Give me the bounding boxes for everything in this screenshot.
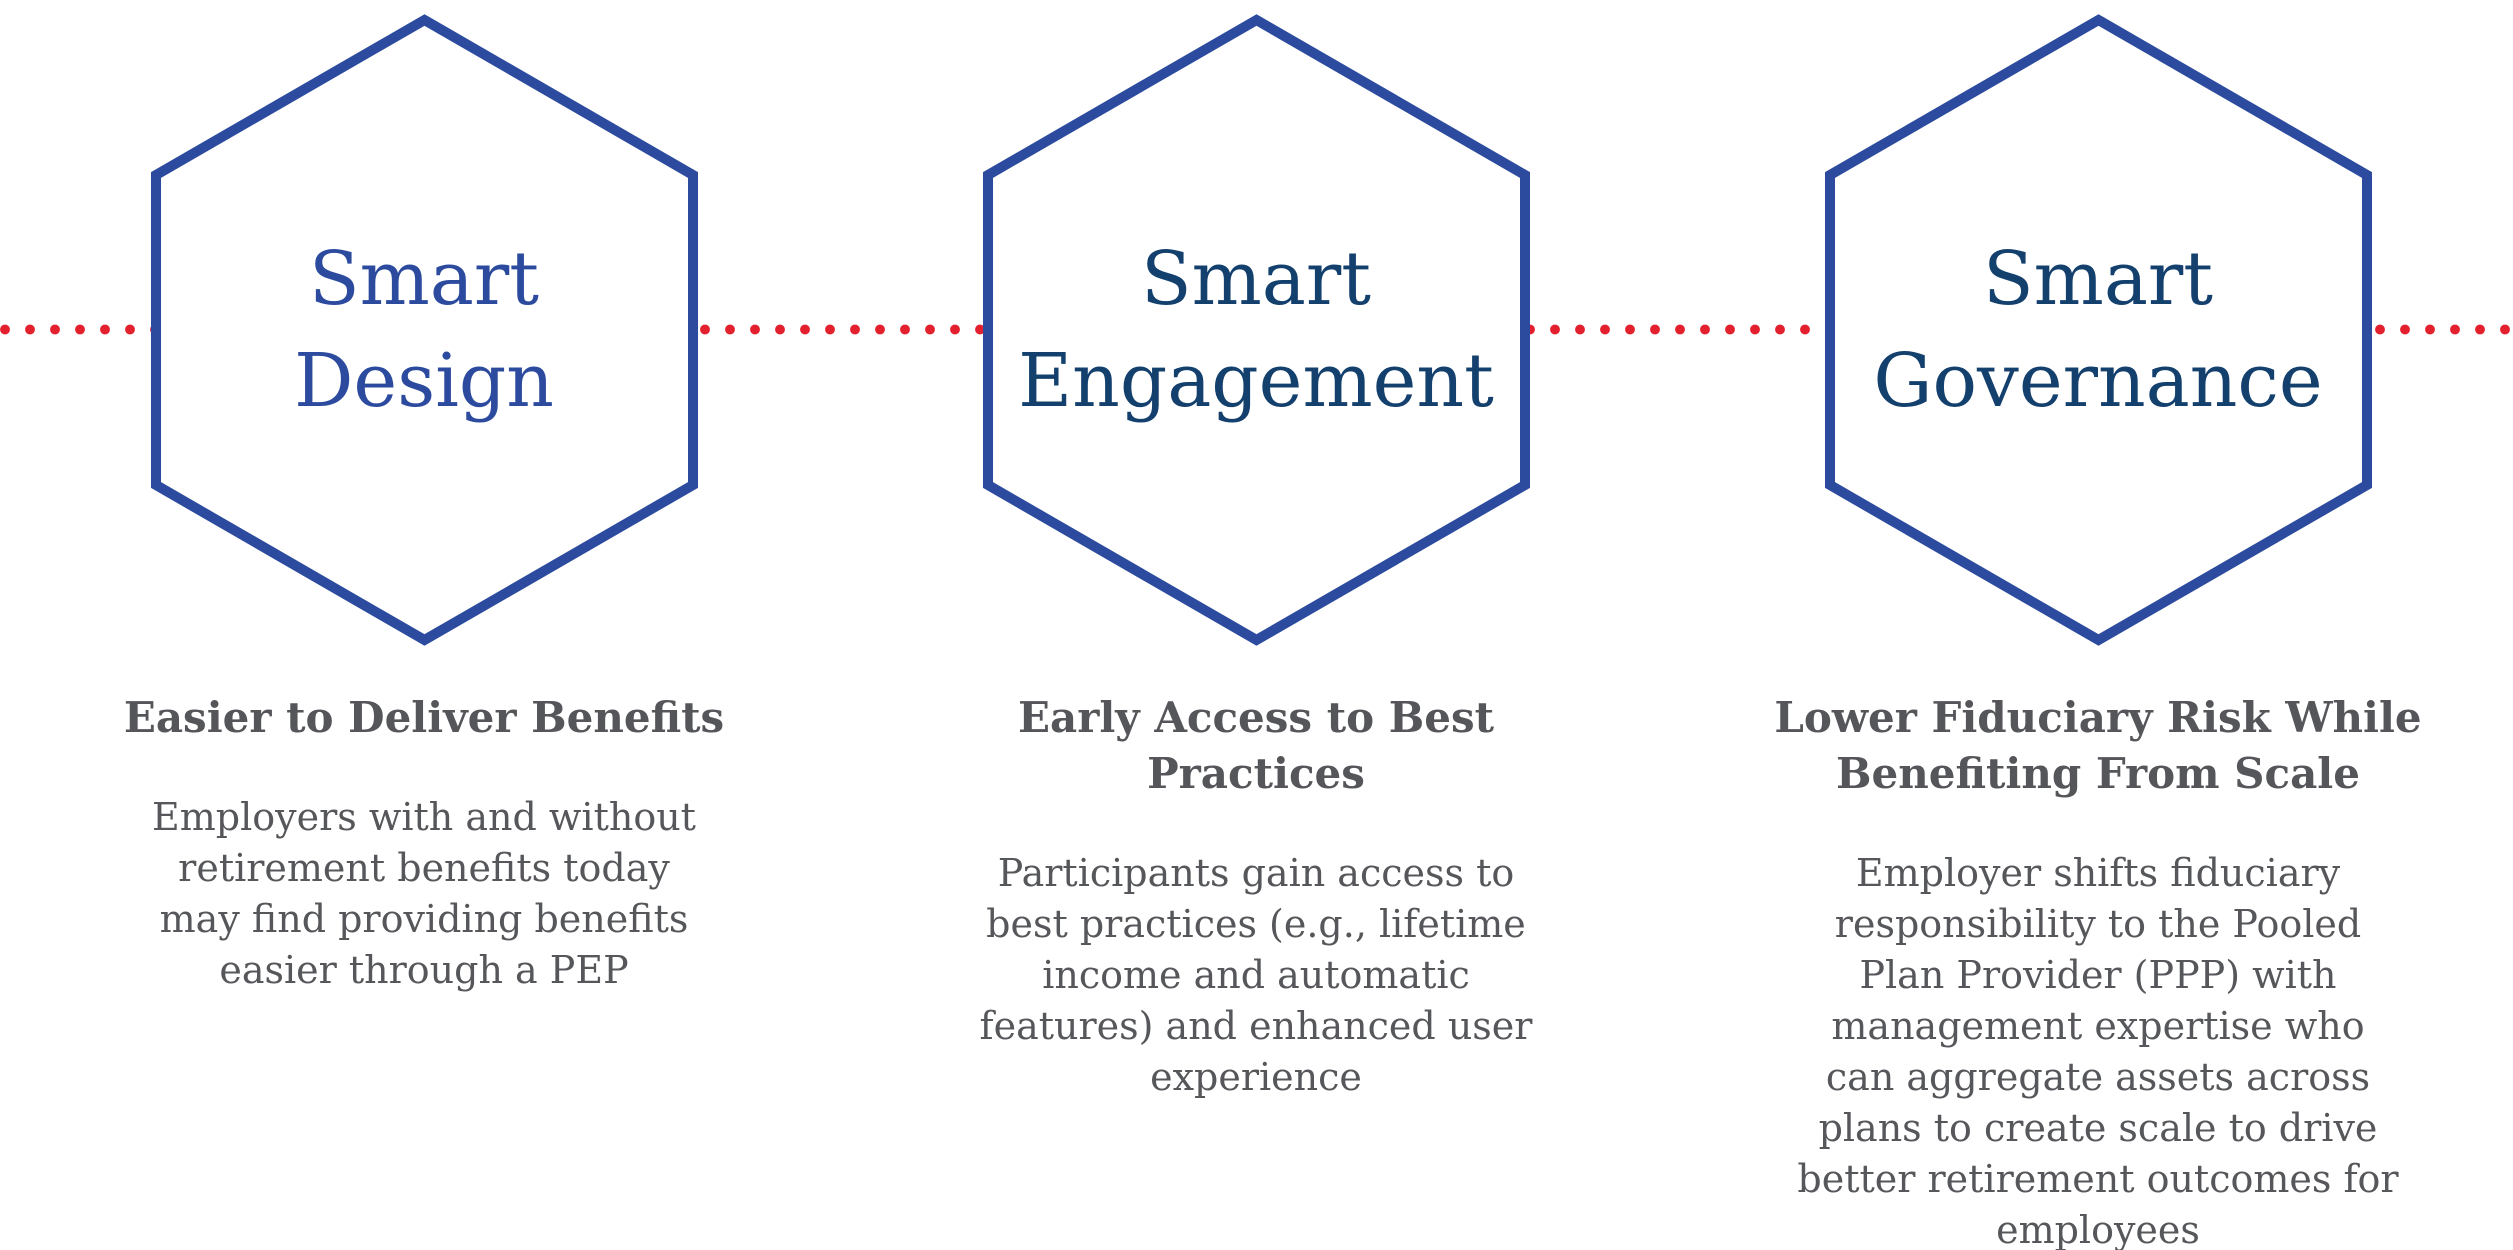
hexagon-smart-engagement: Smart Engagement (982, 14, 1531, 646)
benefit-card-smart-governance: Smart Governance Lower Fiduciary Risk Wh… (1708, 0, 2488, 1250)
benefit-card-smart-design: Smart Design Easier to Deliver Benefits … (34, 0, 814, 996)
benefit-card-smart-engagement: Smart Engagement Early Access to Best Pr… (866, 0, 1646, 1103)
card-description: Employers with and without retirement be… (152, 795, 696, 992)
hexagon-smart-design: Smart Design (150, 14, 699, 646)
hexagon-shape (982, 14, 1530, 646)
hexagon-shape (150, 14, 698, 646)
hexagon-title: Smart Governance (1873, 236, 2323, 424)
card-heading: Lower Fiduciary Risk While Benefiting Fr… (1774, 693, 2422, 798)
card-description: Employer shifts fiduciary responsibility… (1797, 851, 2399, 1250)
hexagon-title: Smart Engagement (1018, 236, 1494, 424)
hexagon-shape (1824, 14, 2372, 646)
card-description: Participants gain access to best practic… (979, 851, 1533, 1099)
hexagon-smart-governance: Smart Governance (1824, 14, 2373, 646)
hexagon-title: Smart Design (294, 236, 554, 424)
card-heading: Early Access to Best Practices (1017, 693, 1494, 798)
card-heading: Easier to Deliver Benefits (123, 693, 725, 742)
